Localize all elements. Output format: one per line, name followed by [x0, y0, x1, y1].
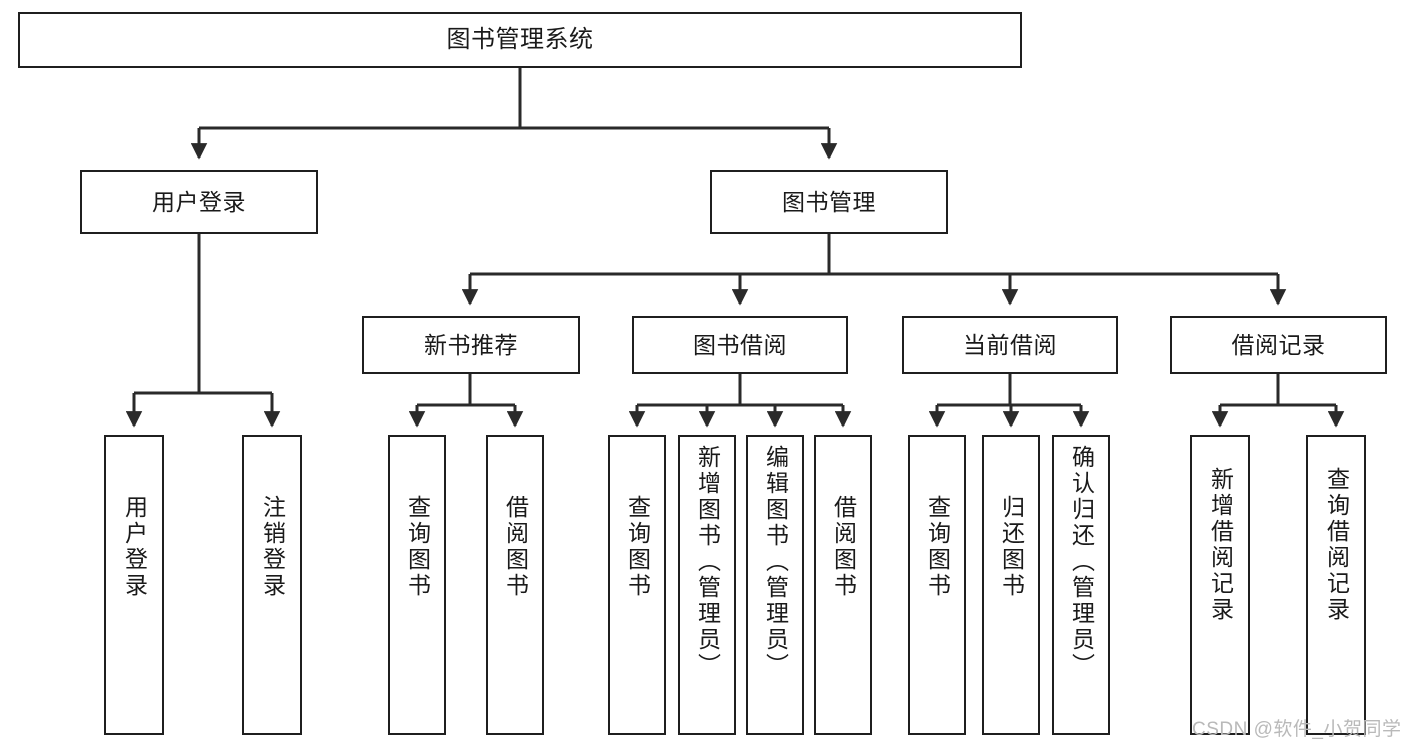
- node-label: 借阅记录: [1231, 331, 1326, 358]
- node-leaf-return-book[interactable]: 归还图书: [982, 435, 1040, 735]
- node-label: 查询图书: [924, 495, 951, 599]
- node-leaf-edit-book-admin[interactable]: 编辑图书（管理员）: [746, 435, 804, 735]
- node-book-borrow[interactable]: 图书借阅: [632, 316, 848, 374]
- node-label: 新增图书（管理员）: [694, 445, 721, 679]
- node-label: 图书管理系统: [446, 26, 594, 54]
- node-leaf-query-book-recommend[interactable]: 查询图书: [388, 435, 446, 735]
- node-label: 注销登录: [259, 495, 286, 599]
- node-leaf-query-book-borrow[interactable]: 查询图书: [608, 435, 666, 735]
- node-label: 图书借阅: [693, 331, 787, 358]
- node-book-manage[interactable]: 图书管理: [710, 170, 948, 234]
- node-label: 用户登录: [152, 188, 246, 215]
- node-current-borrow[interactable]: 当前借阅: [902, 316, 1118, 374]
- node-leaf-borrow-book[interactable]: 借阅图书: [814, 435, 872, 735]
- node-label: 新增借阅记录: [1207, 467, 1234, 623]
- node-label: 新书推荐: [424, 331, 518, 358]
- node-leaf-query-borrow-record[interactable]: 查询借阅记录: [1306, 435, 1366, 735]
- node-label: 借阅图书: [830, 495, 857, 599]
- node-user-login[interactable]: 用户登录: [80, 170, 318, 234]
- node-leaf-add-book-admin[interactable]: 新增图书（管理员）: [678, 435, 736, 735]
- node-label: 查询图书: [404, 495, 431, 599]
- node-label: 当前借阅: [963, 331, 1057, 358]
- node-leaf-query-book-current[interactable]: 查询图书: [908, 435, 966, 735]
- node-label: 编辑图书（管理员）: [762, 445, 789, 679]
- node-leaf-borrow-book-recommend[interactable]: 借阅图书: [486, 435, 544, 735]
- node-label: 借阅图书: [502, 495, 529, 599]
- node-label: 归还图书: [998, 495, 1025, 599]
- node-borrow-record[interactable]: 借阅记录: [1170, 316, 1387, 374]
- node-leaf-add-borrow-record[interactable]: 新增借阅记录: [1190, 435, 1250, 735]
- node-leaf-user-login[interactable]: 用户登录: [104, 435, 164, 735]
- node-label: 查询借阅记录: [1323, 467, 1350, 623]
- node-label: 图书管理: [782, 188, 876, 215]
- node-label: 查询图书: [624, 495, 651, 599]
- node-label: 确认归还（管理员）: [1068, 445, 1095, 679]
- node-leaf-logout[interactable]: 注销登录: [242, 435, 302, 735]
- node-new-book-recommend[interactable]: 新书推荐: [362, 316, 580, 374]
- csdn-watermark: CSDN @软件_小贺同学: [1192, 719, 1402, 740]
- node-leaf-confirm-return-admin[interactable]: 确认归还（管理员）: [1052, 435, 1110, 735]
- node-label: 用户登录: [121, 495, 148, 599]
- node-root-book-management-system[interactable]: 图书管理系统: [18, 12, 1022, 68]
